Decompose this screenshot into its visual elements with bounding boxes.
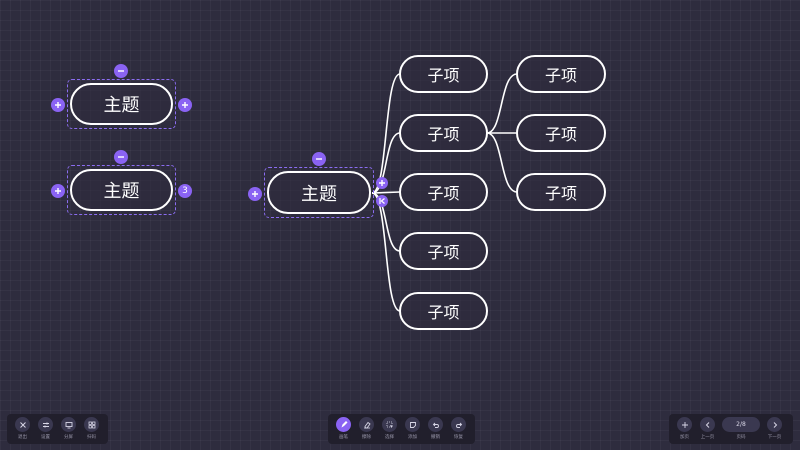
toolbar-label: 退出 — [18, 435, 27, 440]
settings-toggle-icon — [38, 417, 53, 432]
connector-line — [486, 132, 518, 193]
redo-button[interactable]: 恢复 — [447, 414, 470, 444]
next-page-button[interactable]: 下一页 — [763, 414, 786, 444]
add-node-left-button[interactable] — [248, 187, 262, 201]
exit-button[interactable]: 退出 — [11, 414, 34, 444]
child-label: 子项 — [427, 125, 460, 144]
grandchild-node[interactable]: 子项 — [516, 173, 606, 211]
toolbar-label: 恢复 — [454, 435, 463, 440]
child-node[interactable]: 子项 — [399, 292, 488, 330]
child-label: 子项 — [427, 243, 460, 262]
connector-line — [371, 192, 401, 252]
toolbar-label: 分屏 — [64, 435, 73, 440]
sticky-note-icon — [405, 417, 420, 432]
page-indicator[interactable]: 2/8 页码 — [719, 414, 763, 444]
toolbar-label: 下一页 — [767, 435, 782, 440]
chevron-left-icon — [700, 417, 715, 432]
child-node[interactable]: 子项 — [399, 173, 488, 211]
topic-node[interactable]: 主题 — [267, 171, 371, 214]
page-number: 2/8 — [736, 421, 746, 428]
topic-node[interactable]: 主题 — [70, 169, 173, 211]
toolbar-label: 上一页 — [700, 435, 715, 440]
collapse-minus-button[interactable] — [114, 150, 128, 164]
grid-icon — [84, 417, 99, 432]
eraser-icon — [359, 417, 374, 432]
eraser-tool-button[interactable]: 擦除 — [355, 414, 378, 444]
collapsed-count-badge[interactable]: 3 — [178, 184, 192, 198]
collapse-minus-button[interactable] — [114, 64, 128, 78]
collapse-children-button[interactable] — [376, 195, 388, 207]
toolbar-label: 页码 — [736, 435, 746, 440]
chevron-right-icon — [767, 417, 782, 432]
topic-node[interactable]: 主题 — [70, 83, 173, 125]
connector-line — [486, 73, 518, 134]
pen-icon — [336, 417, 351, 432]
toolbar-left: 退出 设置 分屏 扫码 — [7, 414, 108, 444]
add-node-right-button[interactable] — [178, 98, 192, 112]
select-icon — [382, 417, 397, 432]
prev-page-button[interactable]: 上一页 — [696, 414, 719, 444]
add-page-button[interactable]: 加页 — [673, 414, 696, 444]
connector-line — [371, 73, 401, 194]
toolbar-label: 设置 — [41, 435, 50, 440]
topic-label: 主题 — [103, 95, 140, 116]
child-label: 子项 — [544, 125, 577, 144]
toolbar-label: 扫码 — [87, 435, 96, 440]
select-tool-button[interactable]: 选择 — [378, 414, 401, 444]
monitor-icon — [61, 417, 76, 432]
close-icon — [15, 417, 30, 432]
toolbar-label: 画笔 — [339, 435, 348, 440]
child-label: 子项 — [544, 66, 577, 85]
connector-line — [371, 192, 401, 312]
collapse-minus-button[interactable] — [312, 152, 326, 166]
scan-button[interactable]: 扫码 — [80, 414, 103, 444]
toolbar-label: 选择 — [385, 435, 394, 440]
child-label: 子项 — [427, 184, 460, 203]
split-screen-button[interactable]: 分屏 — [57, 414, 80, 444]
collapsed-count: 3 — [182, 185, 188, 196]
topic-label: 主题 — [103, 181, 140, 202]
pen-tool-button[interactable]: 画笔 — [332, 414, 355, 444]
child-label: 子项 — [427, 303, 460, 322]
toolbar-center: 画笔 擦除 选择 添加 撤销 恢复 — [328, 414, 475, 444]
topic-label: 主题 — [301, 183, 337, 205]
toolbar-label: 加页 — [680, 435, 689, 440]
undo-button[interactable]: 撤销 — [424, 414, 447, 444]
add-child-button[interactable] — [376, 177, 388, 189]
page-number-pill: 2/8 — [722, 417, 760, 432]
add-node-left-button[interactable] — [51, 184, 65, 198]
child-label: 子项 — [544, 184, 577, 203]
child-node[interactable]: 子项 — [399, 232, 488, 270]
grandchild-node[interactable]: 子项 — [516, 114, 606, 152]
add-note-button[interactable]: 添加 — [401, 414, 424, 444]
child-node[interactable]: 子项 — [399, 114, 488, 152]
grandchild-node[interactable]: 子项 — [516, 55, 606, 93]
connector-line — [371, 191, 401, 194]
settings-button[interactable]: 设置 — [34, 414, 57, 444]
toolbar-label: 撤销 — [431, 435, 440, 440]
connector-line — [371, 132, 401, 194]
toolbar-right: 加页 上一页 2/8 页码 下一页 — [669, 414, 793, 444]
toolbar-label: 擦除 — [362, 435, 371, 440]
child-node[interactable]: 子项 — [399, 55, 488, 93]
add-node-left-button[interactable] — [51, 98, 65, 112]
child-label: 子项 — [427, 66, 460, 85]
plus-icon — [677, 417, 692, 432]
redo-icon — [451, 417, 466, 432]
undo-icon — [428, 417, 443, 432]
toolbar-label: 添加 — [408, 435, 417, 440]
